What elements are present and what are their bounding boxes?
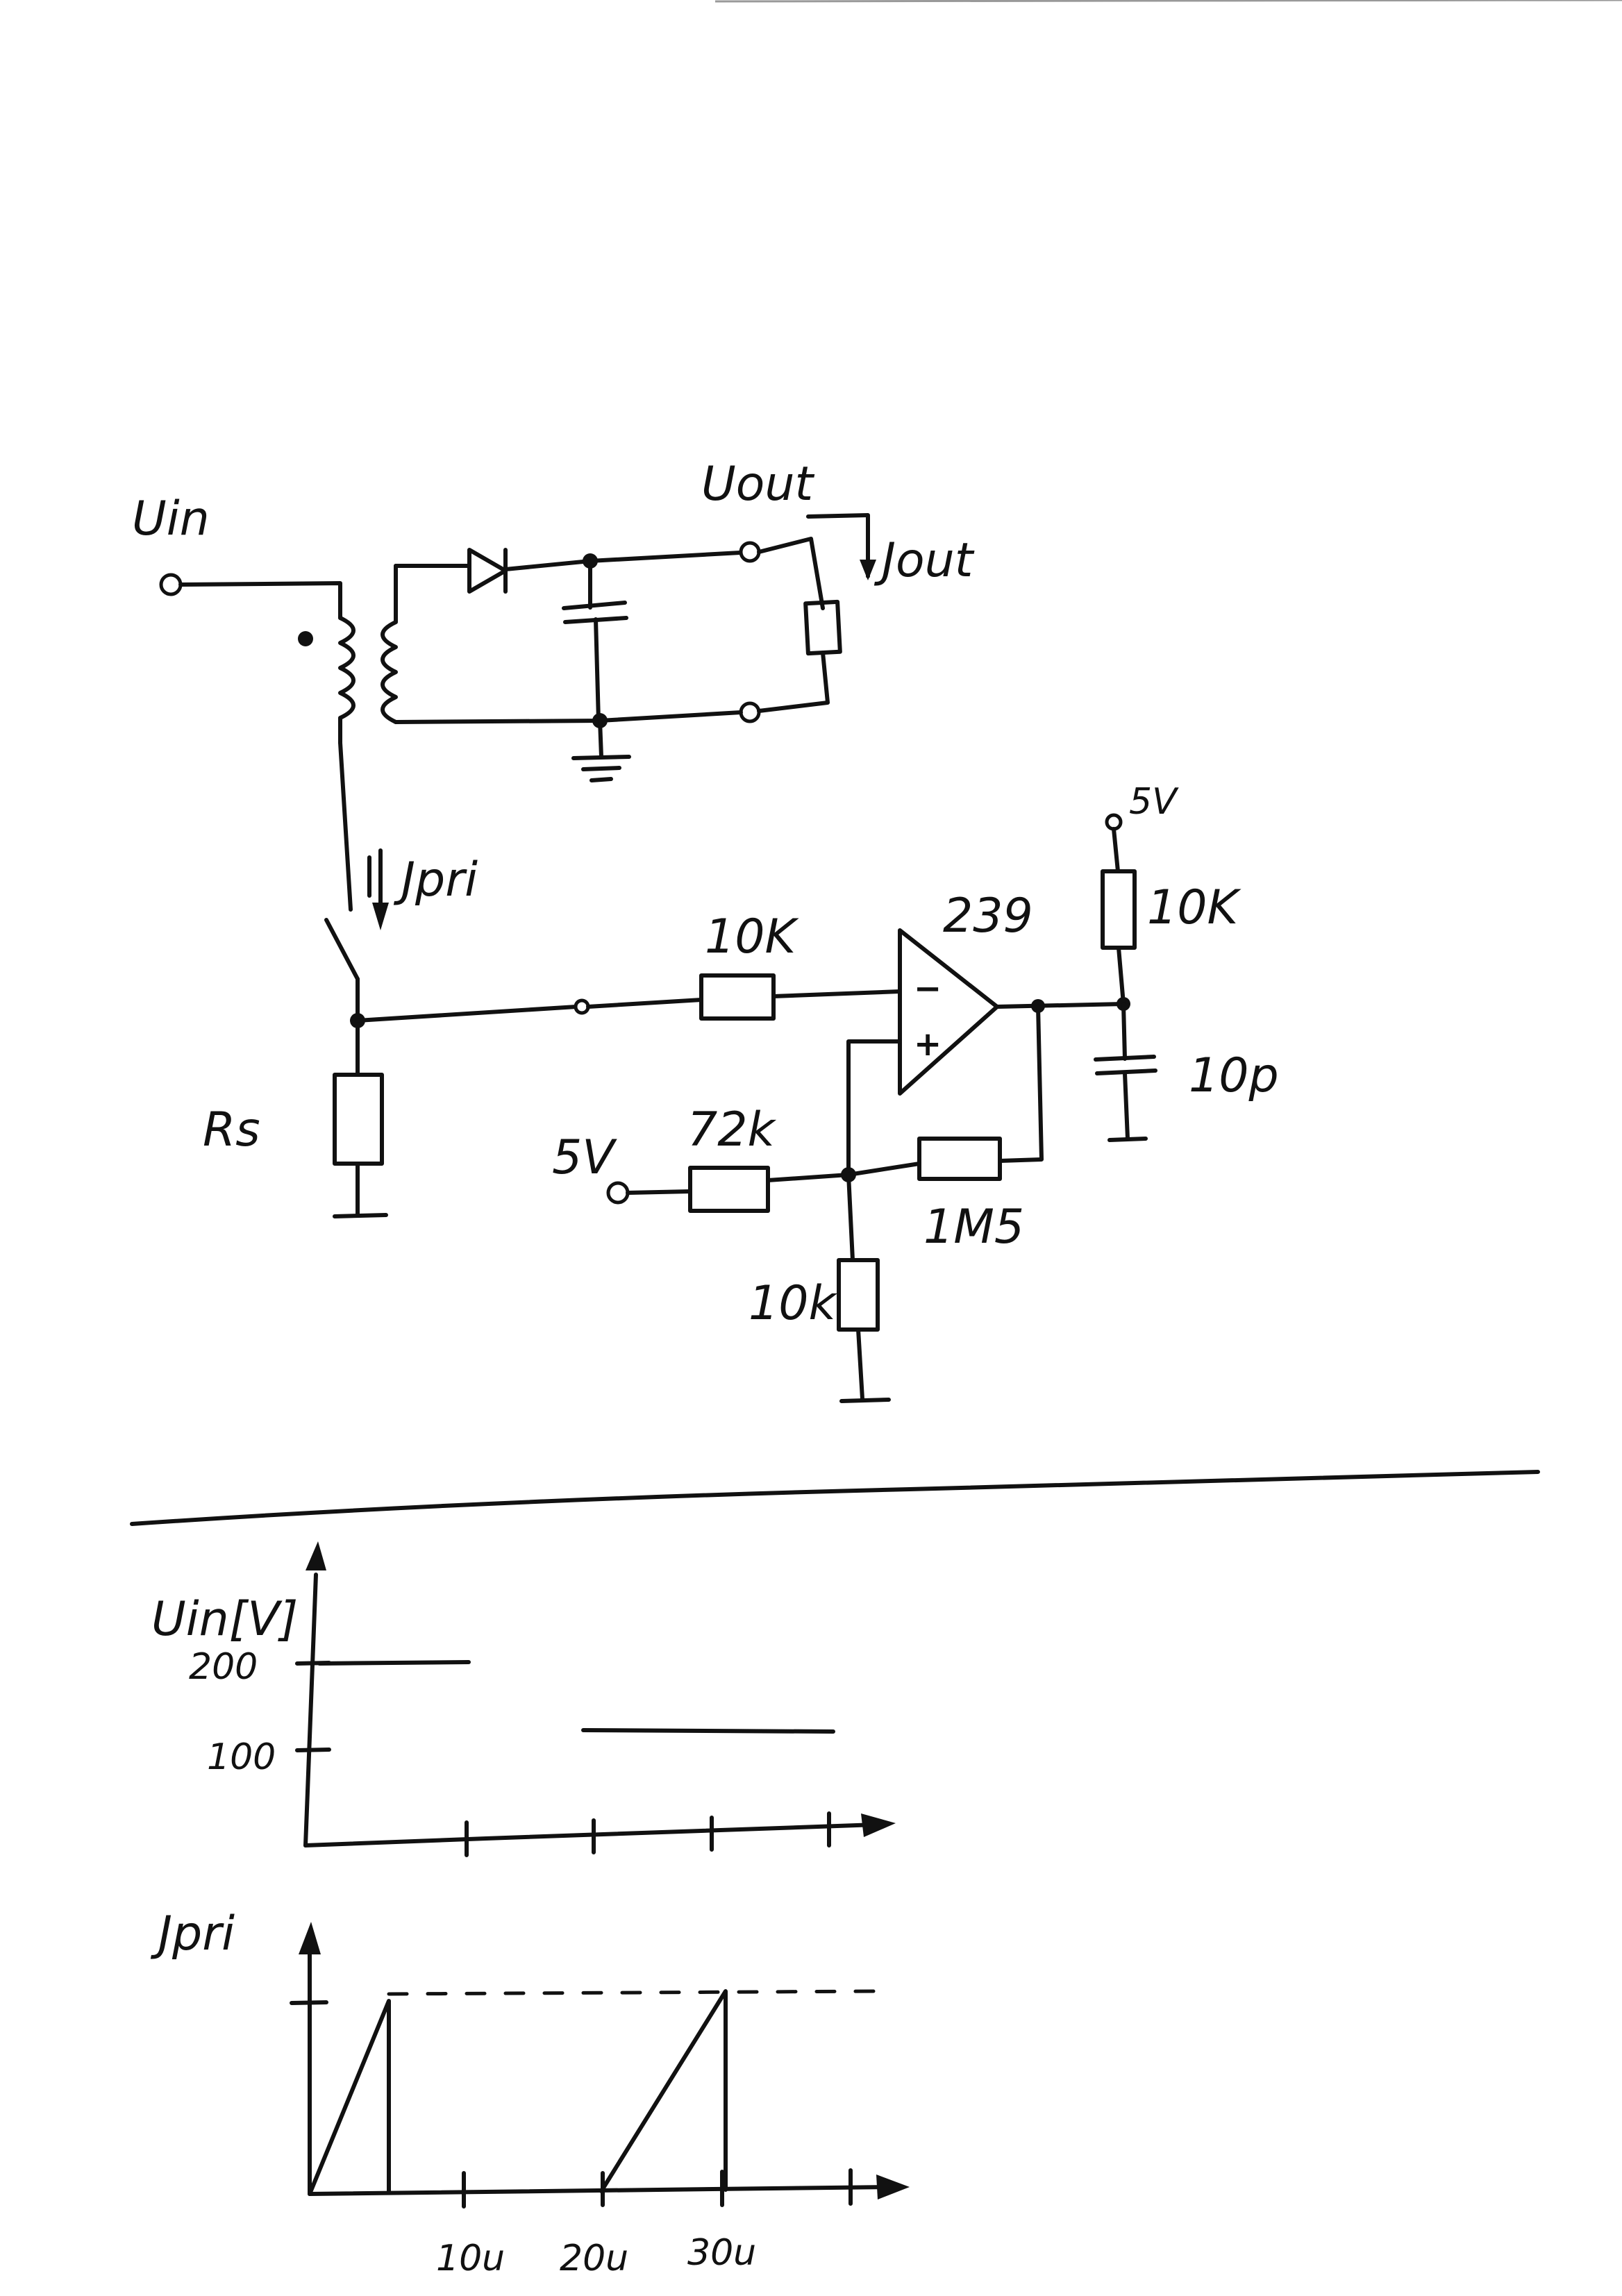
primary-lower-wire <box>338 741 353 912</box>
uin-x-ticks <box>465 1811 831 1857</box>
sense-resistor-rs <box>333 1073 384 1166</box>
bias-resistor-label: 72k <box>687 1103 777 1157</box>
bias-ground-resistor <box>837 1258 880 1332</box>
uout-label: Uout <box>701 457 814 512</box>
iout-arrow-shaft <box>806 513 870 578</box>
primary-winding <box>338 616 356 745</box>
pullup-bottom-lead <box>1117 946 1126 1006</box>
supply-top-label: 5V <box>1129 781 1179 823</box>
ipri-x-arrowhead <box>876 2175 910 2199</box>
output-capacitor-label: 10p <box>1189 1048 1279 1103</box>
uin-terminal <box>159 573 183 596</box>
feedback-resistor <box>917 1137 1002 1181</box>
rs-label: Rs <box>203 1103 260 1157</box>
uout-terminal-bottom <box>739 701 761 723</box>
uin-x-arrowhead <box>861 1813 896 1837</box>
iout-label: Jout <box>873 533 975 588</box>
primary-switch <box>324 918 360 981</box>
comparator-label: 239 <box>943 889 1033 944</box>
ipri-xtick-30u: 30u <box>687 2232 756 2274</box>
feedback-wire <box>998 1004 1044 1163</box>
output-cap-plate-top <box>562 601 627 610</box>
output-capacitor-plate-top <box>1094 1055 1156 1062</box>
ground-lead <box>598 719 603 759</box>
flyback-transformer <box>298 564 398 745</box>
input-resistor-label: 10K <box>705 910 800 964</box>
uin-input: Uin <box>132 492 342 620</box>
iout-arrowhead <box>860 560 876 580</box>
ground-resistor-top-lead <box>846 1173 855 1262</box>
output-top-wire <box>503 551 742 571</box>
inverting-sign: − <box>914 969 942 1008</box>
cap-lead-bottom <box>1123 1071 1130 1141</box>
output-rectifier: Uout Jout <box>394 457 975 782</box>
comparator-body <box>898 928 999 1096</box>
ipri-y-tick <box>290 2000 328 2005</box>
bias-ground-resistor-label: 10k <box>749 1276 838 1331</box>
comparator-input: 10K <box>356 910 902 1023</box>
ipri-ramp-1 <box>308 1999 391 2196</box>
feedback-to-node-wire <box>846 1162 921 1177</box>
comparator-output: 5V 10K 10p <box>995 781 1279 1142</box>
cap-ground-bar <box>1107 1137 1148 1142</box>
uin-segment-120v <box>581 1728 835 1734</box>
inverting-input-wire <box>771 989 902 998</box>
output-bottom-wire <box>394 710 743 724</box>
cap-lead-top <box>1121 1002 1127 1061</box>
uout-terminal-top <box>739 541 761 563</box>
reference-network: 1M5 5V 72k 10k <box>552 1004 1044 1403</box>
uin-ytick-100: 100 <box>207 1736 276 1778</box>
uin-y-axis <box>303 1573 318 1847</box>
sheet-edge <box>714 0 1622 3</box>
ground-symbol <box>571 755 631 782</box>
ipri-xtick-10u: 10u <box>436 2238 505 2279</box>
uin-segment-200v <box>317 1660 471 1666</box>
uin-graph-ylabel: Uin[V] <box>151 1592 298 1647</box>
supply-left-terminal <box>606 1181 630 1205</box>
ipri-ramp-2 <box>599 1989 728 2193</box>
supply-left-label: 5V <box>552 1130 617 1185</box>
uin-ytick-200: 200 <box>189 1646 258 1688</box>
load-top-wire <box>757 537 825 610</box>
section-divider <box>130 1470 1540 1526</box>
uin-y-arrowhead <box>306 1541 326 1570</box>
secondary-winding <box>381 564 398 724</box>
load-bottom-wire <box>757 651 830 713</box>
ipri-y-arrowhead <box>299 1922 321 1954</box>
pullup-top-lead <box>1112 827 1120 873</box>
rectifier-diode <box>467 548 508 594</box>
non-inverting-input-wire <box>846 1039 902 1177</box>
primary-switch-path: Rs Jpri <box>203 741 478 1218</box>
uin-x-axis <box>303 1822 878 1847</box>
sense-wire <box>356 1005 578 1023</box>
uin-label: Uin <box>132 492 210 546</box>
output-wire <box>995 1002 1126 1009</box>
input-resistor <box>699 973 776 1021</box>
polarity-dot <box>298 631 313 646</box>
bias-right-lead <box>766 1173 851 1182</box>
ipri-x-axis <box>308 2185 891 2196</box>
ipri-graph-ylabel: Jpri <box>150 1907 235 1961</box>
uin-graph: Uin[V] 200 100 <box>151 1541 896 1857</box>
bias-ground-bar <box>839 1398 891 1403</box>
ipri-peak-limit-line <box>387 1989 880 1996</box>
rs-ground-bar <box>333 1213 388 1218</box>
bias-resistor <box>688 1166 770 1213</box>
pullup-resistor <box>1101 869 1137 950</box>
feedback-resistor-label: 1M5 <box>923 1200 1024 1255</box>
ground-resistor-bottom-lead <box>856 1327 864 1401</box>
input-resistor-lead <box>586 998 703 1009</box>
bias-left-lead <box>626 1189 692 1195</box>
non-inverting-sign: + <box>914 1025 942 1064</box>
ipri-xtick-20u: 20u <box>560 2238 628 2279</box>
comparator-239: − + 239 <box>898 889 1033 1096</box>
uin-wire <box>178 581 342 620</box>
ipri-arrowhead <box>372 903 389 930</box>
ipri-label: Jpri <box>393 853 478 907</box>
pullup-resistor-label: 10K <box>1147 880 1242 935</box>
ipri-graph: Jpri 10u 20u 30u <box>150 1907 910 2279</box>
cap-bottom-lead <box>594 617 601 723</box>
